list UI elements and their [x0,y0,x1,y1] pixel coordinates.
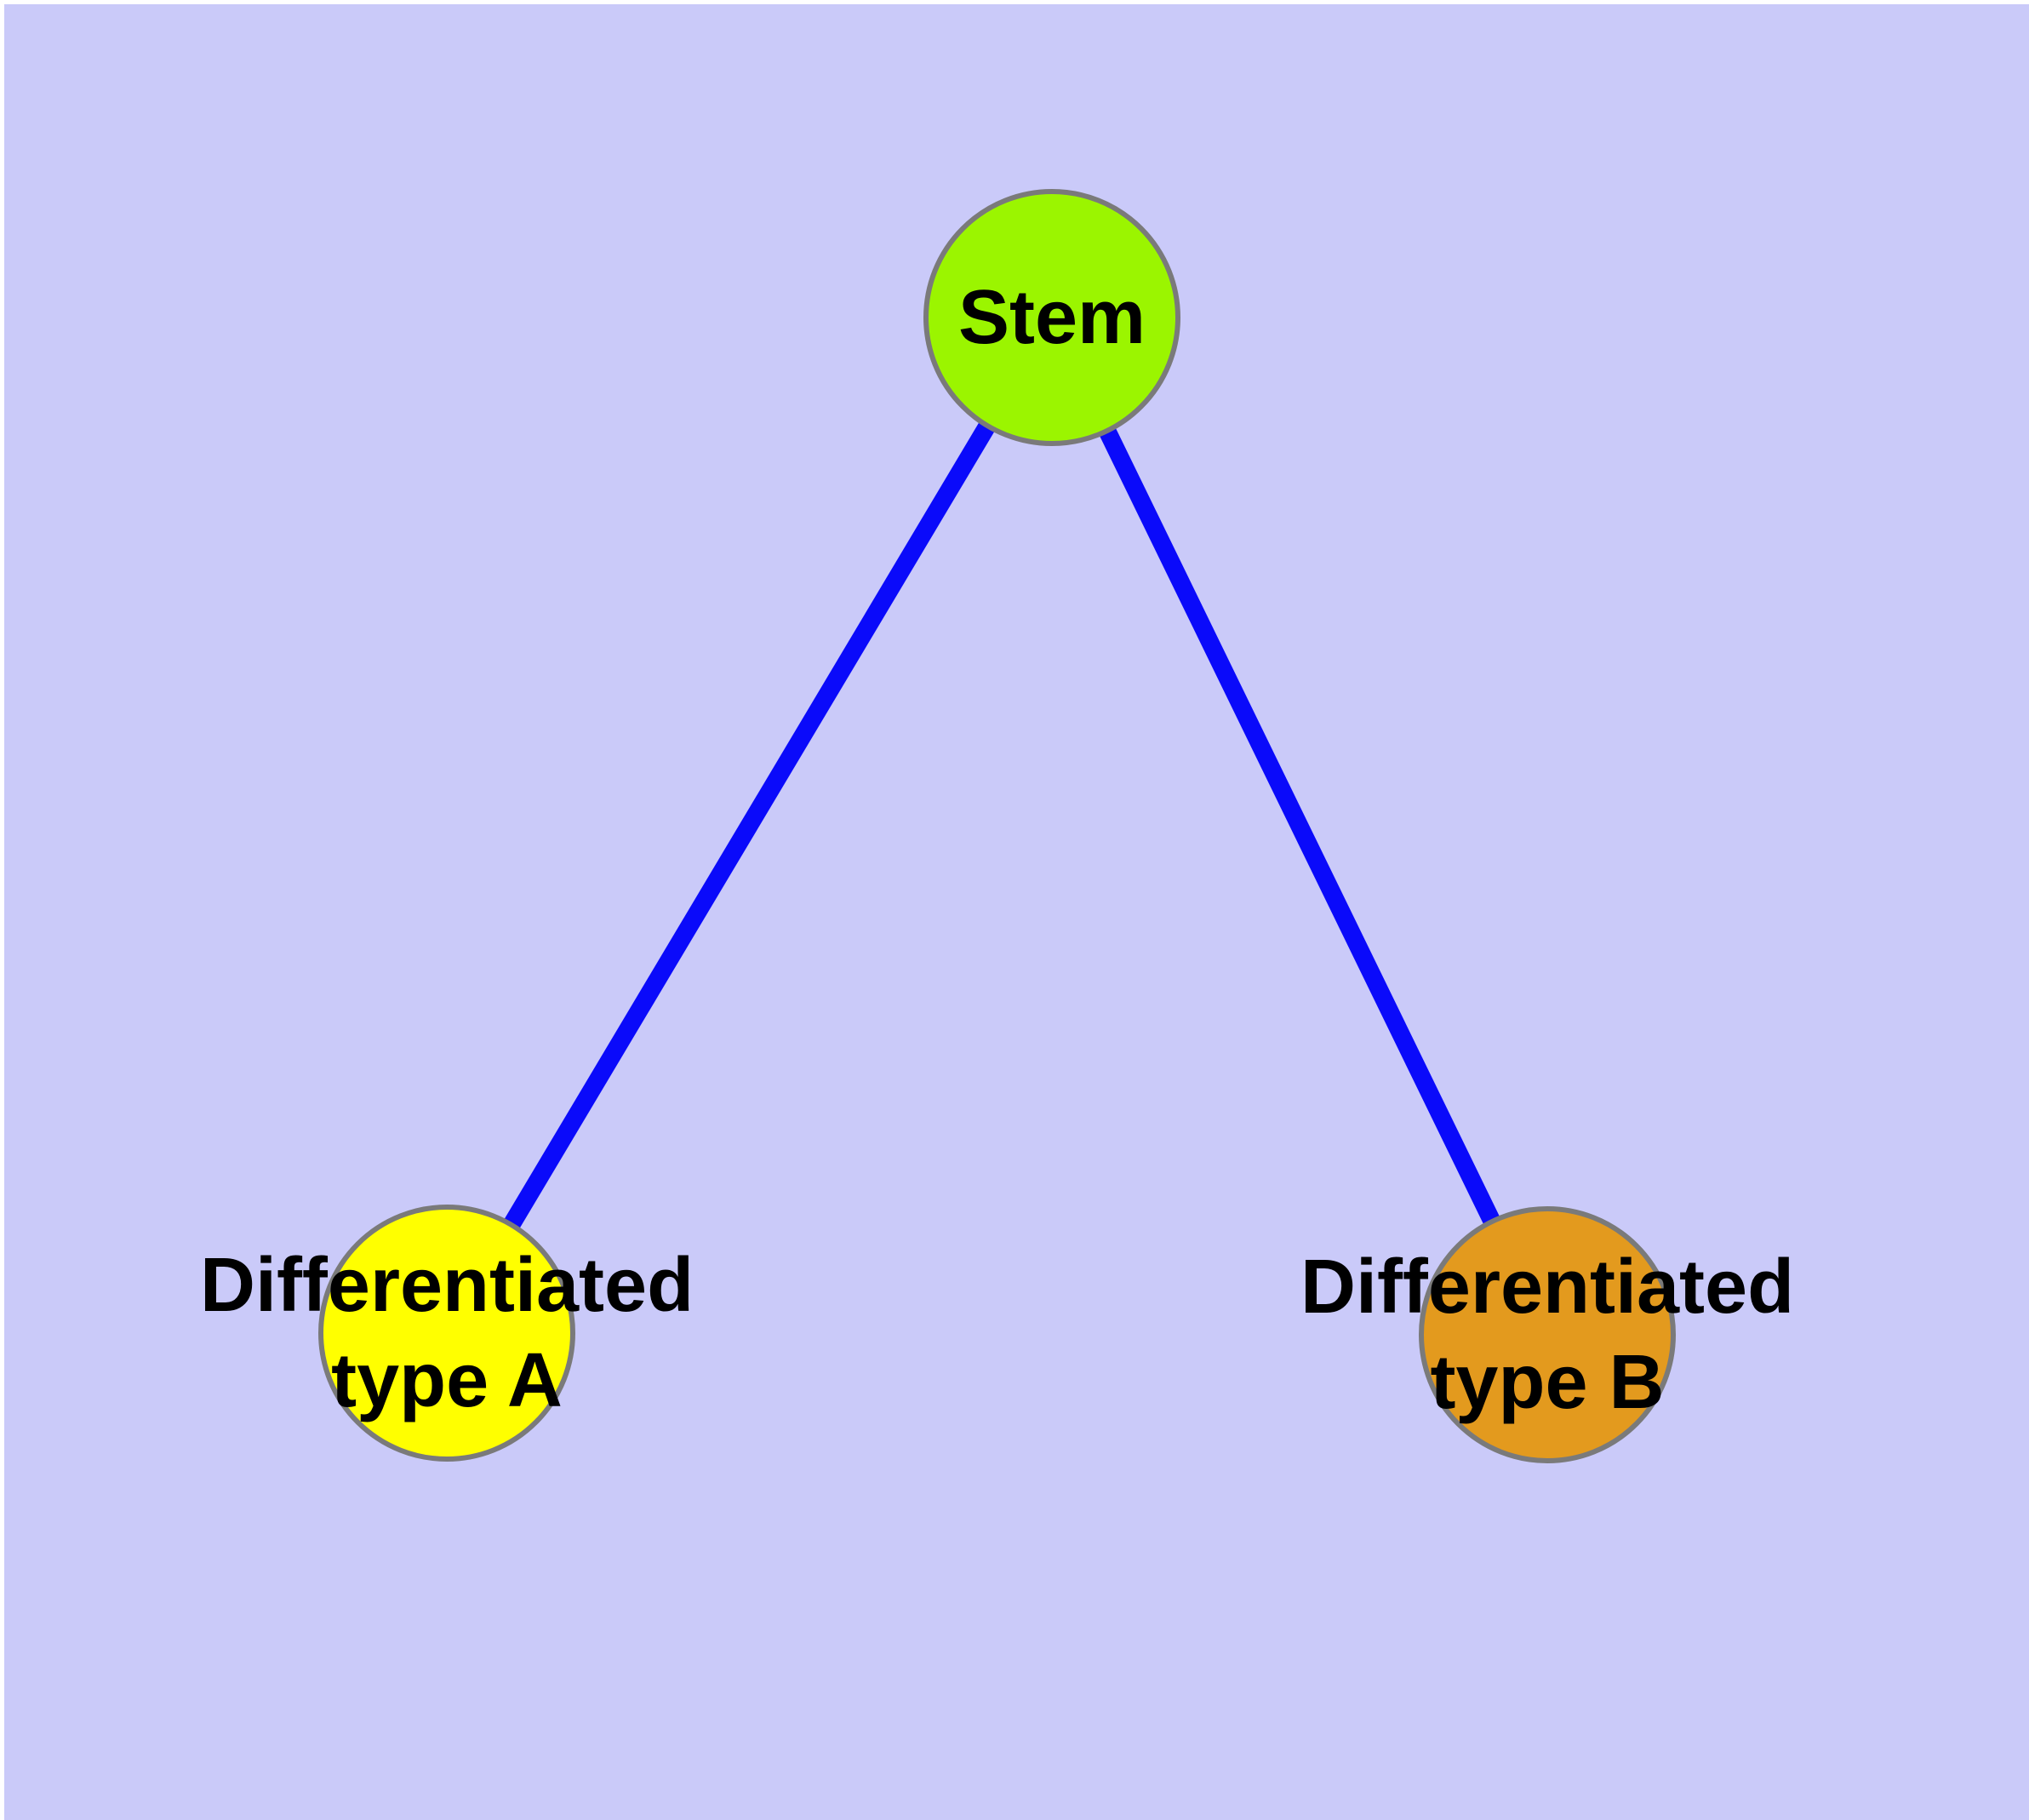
node-differentiated-type-b-label: Differentiated type B [1300,1239,1794,1430]
node-stem[interactable] [923,189,1180,446]
label-line: Differentiated [1300,1245,1795,1330]
label-line: type A [331,1338,563,1423]
node-differentiated-type-a-label: Differentiated type A [200,1238,694,1428]
edge-stem-to-differentiated-type-a [438,312,1060,1338]
node-differentiated-type-b[interactable] [1419,1206,1676,1463]
node-stem-label: Stem [958,270,1146,365]
label-line: type B [1430,1340,1665,1425]
node-differentiated-type-a[interactable] [318,1205,575,1462]
label-line: Stem [957,275,1146,360]
edge-stem-to-differentiated-type-b [1043,313,1556,1339]
label-line: Differentiated [199,1243,694,1328]
